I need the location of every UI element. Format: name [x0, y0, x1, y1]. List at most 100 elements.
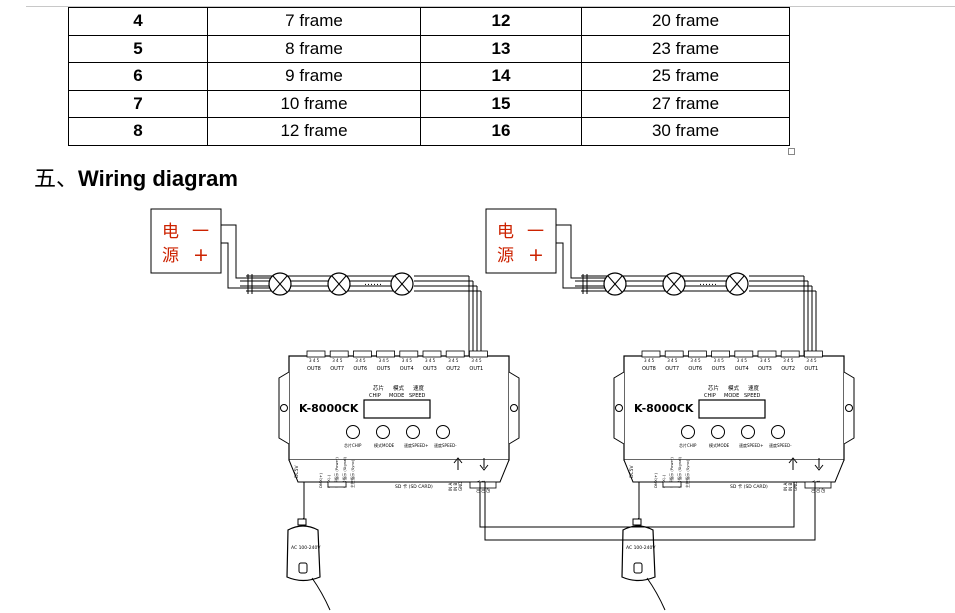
mode-cell: 13: [420, 34, 582, 63]
adapter-plug-icon: [298, 562, 308, 574]
adapter-label: AC 100-240V: [626, 545, 656, 551]
output-label: OUT8: [307, 366, 321, 372]
controller-base: [623, 459, 845, 483]
output-label: OUT5: [377, 366, 391, 372]
output-terminal: [399, 350, 419, 358]
button-label: 芯片CHIP: [679, 442, 697, 448]
power-box: [150, 208, 222, 274]
indicator-label: 信号指示 (Signal): [342, 456, 347, 488]
indicator-label: 信号指示 (Signal): [677, 456, 682, 488]
control-button: [771, 425, 785, 439]
sync-in-label: IN A: [448, 483, 453, 491]
power-adapter: [286, 525, 321, 582]
control-button: [406, 425, 420, 439]
output-label: OUT6: [688, 366, 702, 372]
frames-cell: 7 frame: [207, 7, 421, 36]
indicator-label: DMX(+): [653, 473, 658, 488]
adapter-plug-icon: [633, 562, 643, 574]
power-label: 源: [497, 246, 514, 266]
ellipsis-label: ……: [699, 278, 717, 288]
indicator-label: DMX(-): [326, 474, 331, 488]
power-box: [485, 208, 557, 274]
mode-cell: 14: [420, 62, 582, 91]
indicator-label: 电源指示 (Power): [334, 457, 339, 488]
frames-cell: 23 frame: [581, 34, 790, 63]
sync-in-label: IN A: [783, 483, 788, 491]
terminal-pin-label: 3 4 5: [667, 358, 678, 363]
power-wire: [221, 224, 271, 279]
power-wire: [221, 242, 271, 289]
output-label: OUT1: [469, 366, 483, 372]
ac-cable: [646, 577, 666, 611]
dc-cable: [636, 482, 640, 521]
terminal-pin-label: 3 4 5: [783, 358, 794, 363]
output-terminal: [352, 350, 372, 358]
frames-cell: 10 frame: [207, 89, 421, 118]
display-label-en: SPEED: [409, 393, 426, 399]
display-label-cn: 模式: [728, 384, 740, 392]
display-label-en: MODE: [724, 393, 739, 399]
sync-in-label: IN B: [453, 483, 458, 491]
display-label-en: SPEED: [744, 393, 761, 399]
sync-terminal: [469, 481, 497, 489]
mount-hole: [615, 404, 623, 412]
terminal-pin-label: 3 4 5: [379, 358, 390, 363]
mode-cell: 8: [68, 117, 208, 146]
indicator-label: 主控指示 (Sync): [350, 459, 355, 488]
output-terminal: [734, 350, 754, 358]
sync-in-label: GND: [793, 482, 798, 491]
sync-in-arrow-icon: [453, 457, 463, 470]
button-label: 速度SPEED-: [434, 442, 457, 448]
control-button: [741, 425, 755, 439]
sync-out-arrow-icon: [814, 458, 824, 471]
power-label: 电: [497, 222, 514, 242]
sync-out-label: GND: [821, 484, 826, 493]
terminal-pin-label: 3 4 5: [644, 358, 655, 363]
dmx-terminal: [327, 481, 347, 488]
output-label: OUT1: [804, 366, 818, 372]
terminal-pin-label: 3 4 5: [355, 358, 366, 363]
terminal-pin-label: 3 4 5: [448, 358, 459, 363]
dc-plug: [297, 518, 307, 526]
output-label: OUT2: [781, 366, 795, 372]
table-resize-handle: [788, 148, 795, 155]
button-label: 速度SPEED-: [769, 442, 792, 448]
power-label: 源: [162, 246, 179, 266]
bulb-icon: [725, 272, 749, 296]
mode-cell: 12: [420, 7, 582, 36]
terminal-pin-label: 3 4 5: [806, 358, 817, 363]
output-terminal: [757, 350, 777, 358]
output-terminal: [329, 350, 349, 358]
bulb-cross: [272, 275, 288, 293]
frames-cell: 8 frame: [207, 34, 421, 63]
terminal-pin-label: 3 4 5: [471, 358, 482, 363]
output-terminal: [641, 350, 661, 358]
bulb-icon: [327, 272, 351, 296]
sync-out-label: GND: [486, 484, 491, 493]
mode-cell: 7: [68, 89, 208, 118]
dc-plug: [632, 518, 642, 526]
adapter-label: AC 100-240V: [291, 545, 321, 551]
bulb-cross: [729, 275, 745, 293]
indicator-label: DMX(+): [318, 473, 323, 488]
control-button: [681, 425, 695, 439]
mount-hole: [510, 404, 518, 412]
output-label: OUT3: [423, 366, 437, 372]
display-label-cn: 模式: [393, 384, 405, 392]
control-button: [711, 425, 725, 439]
sd-card-label: SD 卡 (SD CARD): [730, 483, 768, 490]
right-ear: [843, 371, 855, 445]
power-plus-label: +: [528, 244, 544, 266]
mode-cell: 5: [68, 34, 208, 63]
terminal-pin-label: 3 4 5: [737, 358, 748, 363]
section-heading: 五、Wiring diagram: [34, 161, 238, 193]
button-label: 模式MODE: [374, 442, 395, 448]
bulb-cross: [666, 275, 682, 293]
dc-label: DC5V: [629, 465, 635, 478]
terminal-pin-label: 3 4 5: [714, 358, 725, 363]
button-label: 芯片CHIP: [344, 442, 362, 448]
